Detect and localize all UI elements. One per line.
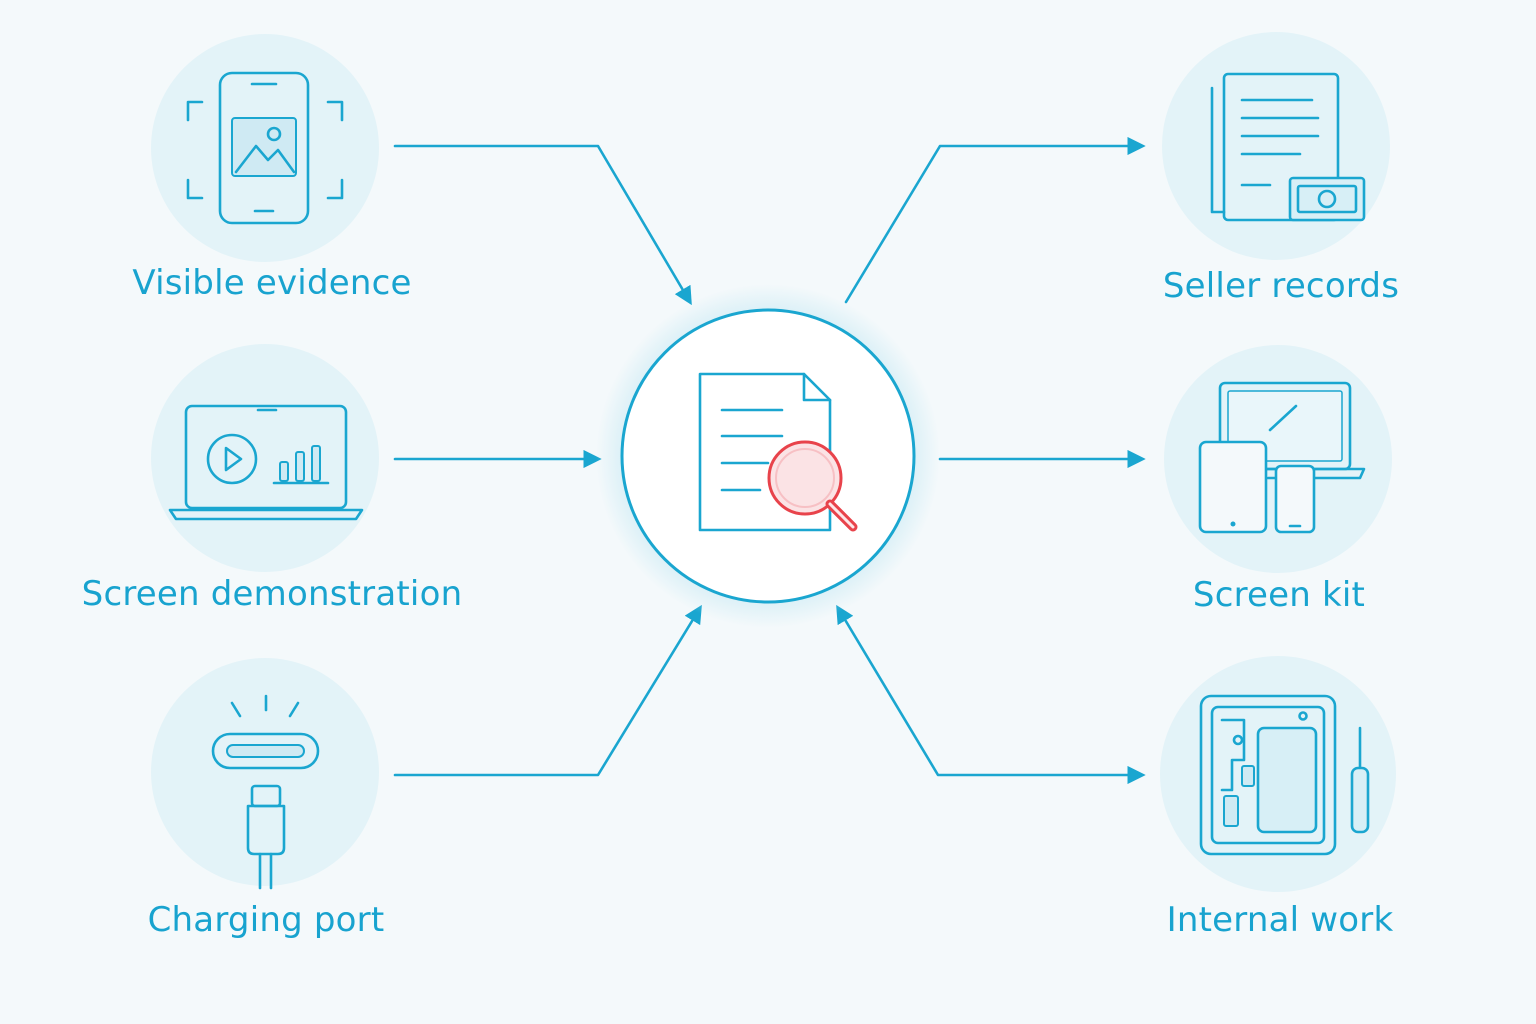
node-screen-kit [1164,345,1392,573]
documents-cash-icon [1210,72,1366,222]
laptop-tablet-phone-icon [1198,381,1366,534]
connector-charging-port [393,604,702,777]
node-visible-evidence [151,34,379,262]
label-charging-port: Charging port [147,900,385,940]
phone-image-icon [186,71,344,225]
phone-internals-screwdriver-icon [1199,694,1370,856]
laptop-video-chart-icon [168,404,364,521]
node-seller-records [1162,32,1390,260]
connectors [393,136,1146,785]
label-internal-work: Internal work [1166,900,1394,940]
node-internal-work [1160,656,1396,892]
label-visible-evidence: Visible evidence [132,263,412,303]
connector-seller-records [844,136,1146,304]
connector-visible-evidence [393,144,692,306]
label-screen-demonstration: Screen demonstration [81,574,463,614]
hub-node [596,284,940,628]
connector-internal-work [836,604,1146,785]
label-seller-records: Seller records [1162,266,1400,306]
usb-c-port-icon [211,694,320,890]
label-screen-kit: Screen kit [1192,575,1366,615]
node-screen-demonstration [151,344,379,572]
document-magnifier-icon [698,372,858,532]
node-charging-port [151,658,379,890]
